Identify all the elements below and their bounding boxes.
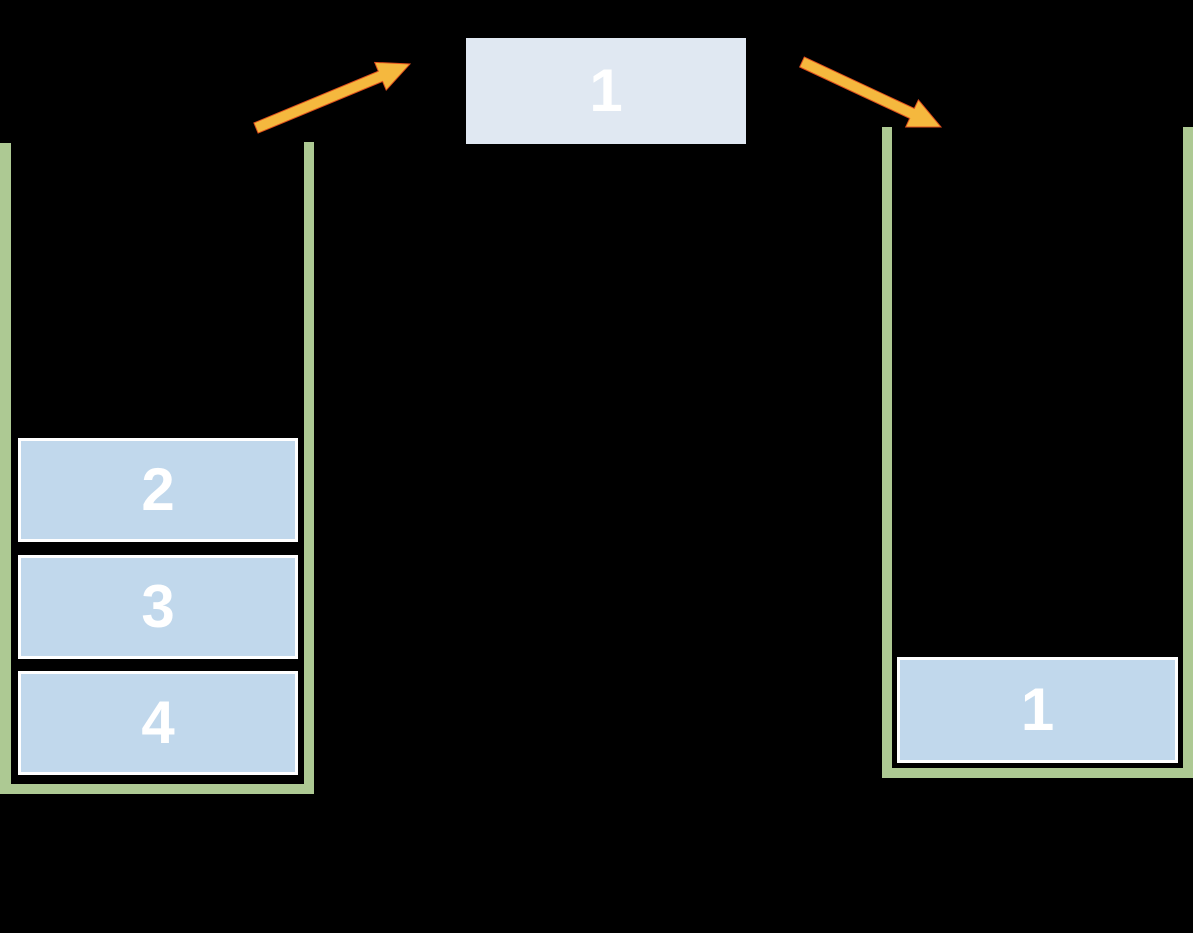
block-label: 3: [141, 573, 175, 640]
stack-block: 3: [18, 555, 298, 659]
block-label: 1: [1020, 676, 1055, 743]
block-label: 4: [141, 689, 175, 756]
left-stack-right-wall: [304, 142, 314, 794]
right-stack-base: [882, 768, 1193, 778]
pop-arrow: [253, 61, 412, 134]
right-stack-right-wall: [1183, 127, 1193, 778]
block-label: 1: [589, 57, 623, 124]
right-stack-left-wall: [882, 127, 892, 778]
stack-block: 1: [897, 657, 1178, 763]
left-stack-left-wall: [0, 143, 11, 794]
block-label: 2: [141, 456, 175, 523]
push-arrow: [799, 56, 943, 128]
stack-block: 4: [18, 671, 298, 775]
moving-block: 1: [466, 38, 746, 144]
left-stack-base: [0, 784, 314, 794]
stack-block: 2: [18, 438, 298, 542]
